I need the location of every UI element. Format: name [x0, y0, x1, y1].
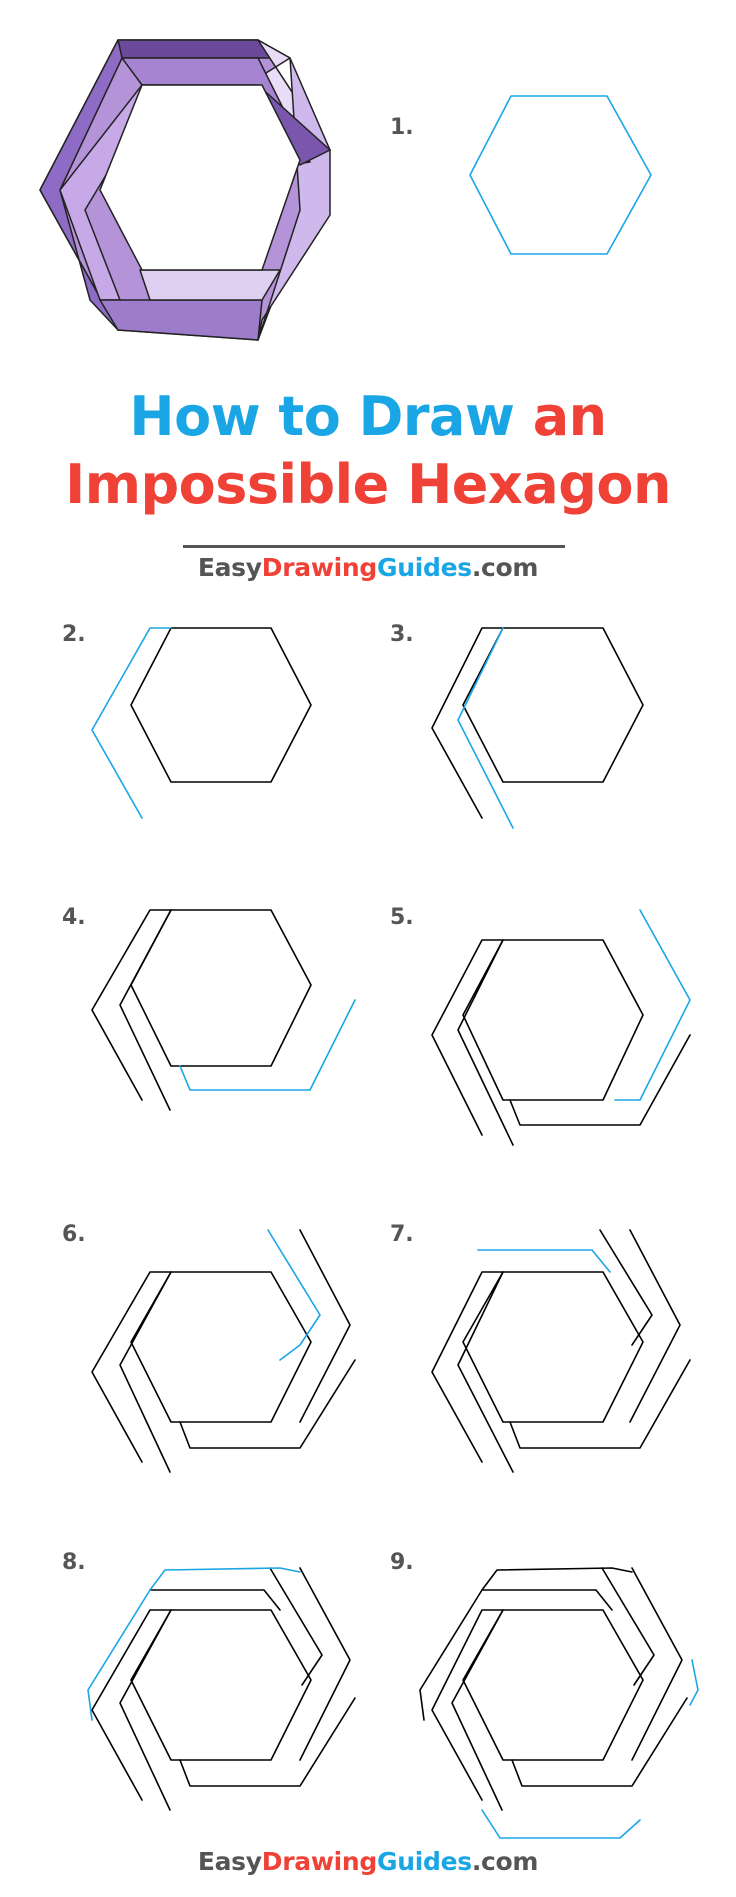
step-label-5: 5.: [390, 905, 414, 930]
step-label-4: 4.: [62, 905, 86, 930]
step-4-drawing: [91, 909, 356, 1111]
step-label-2: 2.: [62, 622, 86, 647]
title-divider: [183, 545, 565, 548]
brand-logo-top: EasyDrawingGuides.com: [197, 553, 539, 582]
step-8-drawing: [87, 1567, 356, 1811]
step-1-hexagon: [469, 95, 652, 255]
brand-logo-bottom: EasyDrawingGuides.com: [197, 1847, 539, 1876]
step-label-1: 1.: [390, 115, 414, 140]
step-label-8: 8.: [62, 1550, 86, 1575]
step-label-3: 3.: [390, 622, 414, 647]
step-7-drawing: [431, 1229, 691, 1473]
page-title-line-1: How to Draw an: [0, 385, 736, 449]
step-label-6: 6.: [62, 1222, 86, 1247]
step-6-drawing: [91, 1229, 356, 1473]
step-label-7: 7.: [390, 1222, 414, 1247]
title-part-red: an: [532, 385, 607, 448]
step-2-drawing: [91, 627, 312, 819]
step-3-drawing: [431, 627, 644, 829]
page-title-line-2: Impossible Hexagon: [65, 453, 671, 516]
step-label-9: 9.: [390, 1550, 414, 1575]
step-5-drawing: [431, 909, 691, 1146]
step-9-drawing: [419, 1567, 699, 1839]
title-part-blue: How to Draw: [129, 385, 533, 448]
